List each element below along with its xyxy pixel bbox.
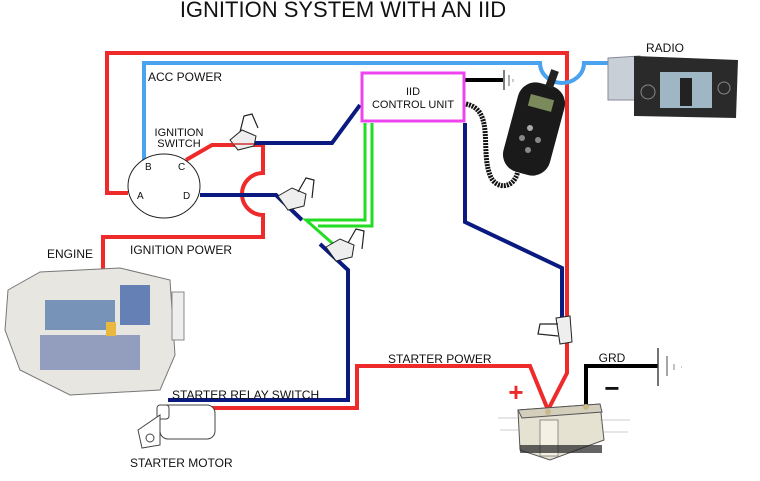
terminal-d-label: D xyxy=(183,191,190,202)
battery-icon xyxy=(498,403,630,461)
terminal-b-label: B xyxy=(145,162,152,173)
ignition-switch: B C A D xyxy=(127,153,201,219)
iid-label-2: CONTROL UNIT xyxy=(372,99,454,111)
radio-label: RADIO xyxy=(646,41,684,55)
acc-power-wire xyxy=(142,61,610,160)
terminal-c-label: C xyxy=(178,162,185,173)
iid-signal-wire-2 xyxy=(200,193,304,222)
iid-handset-icon xyxy=(465,69,566,189)
engine-label: ENGINE xyxy=(47,247,93,261)
splice-connector-icon xyxy=(277,177,315,211)
ignition-power-label: IGNITION POWER xyxy=(130,243,232,257)
splice-connector-icon xyxy=(325,228,365,262)
engine-icon xyxy=(4,267,185,396)
positive-terminal-label: + xyxy=(508,377,523,407)
starter-motor-label: STARTER MOTOR xyxy=(130,456,233,470)
terminal-a-label: A xyxy=(137,191,144,202)
acc-power-label: ACC POWER xyxy=(148,70,222,84)
iid-signal-wire-1 xyxy=(250,103,362,145)
starter-relay-switch-label: STARTER RELAY SWITCH xyxy=(172,388,319,402)
power-wire-main xyxy=(105,51,569,320)
power-wire-battery-drop xyxy=(546,330,569,411)
grd-label: GRD xyxy=(599,351,626,365)
starter-power-wire xyxy=(168,364,550,411)
ignition-switch-label-1: IGNITION xyxy=(155,127,204,139)
iid-ground-sense-wire xyxy=(463,123,564,325)
relay-wire-1 xyxy=(302,123,367,252)
starter-relay-wire xyxy=(168,242,350,402)
ignition-switch-label-2: SWITCH xyxy=(157,138,200,150)
starter-power-label: STARTER POWER xyxy=(388,352,492,366)
iid-label-1: IID xyxy=(406,86,420,98)
splice-connector-icon xyxy=(229,113,259,151)
diagram-title: IGNITION SYSTEM WITH AN IID xyxy=(180,0,506,22)
radio-icon xyxy=(607,55,738,118)
battery-ground-wire xyxy=(584,364,658,408)
splice-connector-icon xyxy=(537,315,573,345)
iid-control-unit xyxy=(360,71,466,123)
relay-wire-2 xyxy=(318,123,374,228)
negative-terminal-label: − xyxy=(604,373,619,403)
starter-motor-icon xyxy=(137,404,216,449)
